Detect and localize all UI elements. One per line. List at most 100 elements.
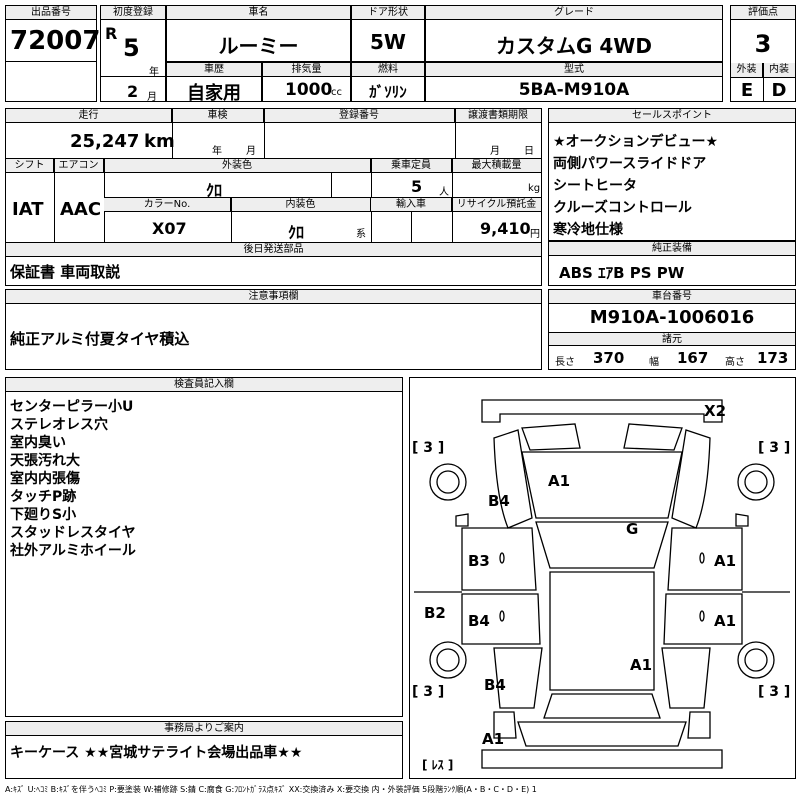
- color-label: 外装色: [104, 159, 371, 173]
- displacement-label: 排気量: [263, 63, 350, 77]
- tire-fr-bracket: [ 3 ]: [758, 440, 791, 456]
- inspector-note: 室内内張傷: [10, 471, 80, 487]
- lot-label: 出品番号: [6, 6, 96, 20]
- model-box: 型式 5BA-M910A: [425, 62, 723, 102]
- sales-points-label: セールスポイント: [549, 109, 795, 123]
- fuel-label: 燃料: [352, 63, 424, 77]
- inspection-year-unit: 年: [212, 146, 222, 157]
- inspector-note: センターピラー小U: [10, 399, 134, 415]
- damage-mark: A1: [548, 472, 571, 490]
- capacity-unit: 人: [439, 187, 449, 198]
- office-box: 事務局よりご案内 キーケース ★★宮城サテライト会場出品車★★: [5, 721, 403, 779]
- interior-grade: D: [771, 80, 787, 101]
- interior-color-unit: 系: [356, 229, 366, 240]
- equipment: ABS ｴｱB PS PW: [559, 264, 685, 282]
- grade-box: グレード カスタムG 4WD: [425, 5, 723, 62]
- notes-label: 注意事項欄: [6, 290, 541, 304]
- grade: カスタムG 4WD: [496, 34, 652, 58]
- era: R: [105, 24, 118, 43]
- load-unit: kg: [528, 183, 541, 194]
- car-name-box: 車名 ルーミー: [166, 5, 351, 62]
- inspector-note: 室内臭い: [10, 435, 66, 451]
- car-diagram-box: X2 A1 B4 G B3 A1 B2 B4 A1 A1 B4 A1 [ 3 ]…: [409, 377, 796, 779]
- sales-point: ★オークションデビュー★: [553, 134, 719, 150]
- inspector-note: スタッドレスタイヤ: [10, 525, 136, 541]
- sales-point: 寒冷地仕様: [553, 222, 623, 238]
- damage-mark: B4: [484, 676, 506, 694]
- transfer-month-unit: 月: [490, 146, 500, 157]
- inspector-note: 天張汚れ大: [10, 453, 80, 469]
- capacity: 5: [411, 177, 423, 196]
- recycle-label: リサイクル預託金: [452, 198, 541, 212]
- chassis-label: 車台番号: [549, 290, 795, 304]
- length-label: 長さ: [555, 357, 575, 368]
- load-label: 最大積載量: [452, 159, 541, 173]
- chassis-box: 車台番号 M910A-1006016 諸元 長さ 370 幅 167 高さ 17…: [548, 289, 796, 370]
- tire-fl-tread: 3: [423, 440, 434, 456]
- shift: IAT: [12, 199, 44, 220]
- car-name: ルーミー: [218, 34, 299, 58]
- inspector-note: 下廻りS小: [10, 507, 77, 523]
- office-label: 事務局よりご案内: [6, 722, 402, 736]
- info-grid: 走行 車検 登録番号 譲渡書類期限 25,247 km 年 月 月 日 シフト …: [5, 108, 542, 286]
- spare-tire: ﾚｽ: [431, 758, 444, 772]
- displacement-box: 排気量 1000 cc: [262, 62, 351, 102]
- colorno-label: カラーNo.: [104, 198, 231, 212]
- tire-rl-tread: 3: [423, 684, 434, 700]
- damage-mark: A1: [714, 552, 737, 570]
- height: 173: [757, 349, 789, 367]
- fuel-box: 燃料 ｶﾞｿﾘﾝ: [351, 62, 425, 102]
- tire-fl-bracket: [ 3 ]: [412, 440, 445, 456]
- equipment-label: 純正装備: [549, 242, 795, 256]
- legend: A:ｷｽﾞ U:ﾍｺﾐ B:ｷｽﾞを伴うﾍｺﾐ P:要塗装 W:補修跡 S:錆 …: [5, 785, 537, 794]
- month-unit: 月: [147, 92, 157, 103]
- damage-mark: A1: [630, 656, 653, 674]
- mileage-label: 走行: [6, 109, 172, 123]
- sales-point: クルーズコントロール: [553, 200, 692, 216]
- capacity-label: 乗車定員: [371, 159, 452, 173]
- inspection-month-unit: 月: [246, 146, 256, 157]
- ac-label: エアコン: [54, 159, 104, 173]
- inspection-label: 車検: [172, 109, 264, 123]
- damage-mark: B2: [424, 604, 446, 622]
- transfer-label: 譲渡書類期限: [455, 109, 541, 123]
- mileage-unit: km: [144, 131, 175, 152]
- sales-points-box: セールスポイント ★オークションデビュー★ 両側パワースライドドア シートヒータ…: [548, 108, 796, 241]
- damage-mark: A1: [482, 730, 505, 748]
- damage-mark: B4: [488, 492, 510, 510]
- dims-label: 諸元: [549, 332, 795, 346]
- recycle-fee: 9,410: [480, 219, 531, 238]
- spare-tire-bracket: [ ﾚｽ ]: [422, 758, 454, 772]
- inspector-box: 検査員記入欄 センターピラー小U ステレオレス穴 室内臭い 天張汚れ大 室内内張…: [5, 377, 403, 717]
- shift-label: シフト: [6, 159, 54, 173]
- damage-mark: G: [626, 520, 639, 538]
- grade-label: グレード: [426, 6, 722, 20]
- damage-mark: X2: [704, 402, 727, 420]
- tire-rr-bracket: [ 3 ]: [758, 684, 791, 700]
- plate-label: 登録番号: [264, 109, 455, 123]
- sales-point: シートヒータ: [553, 178, 637, 194]
- interior-label: 内装: [763, 63, 795, 78]
- displacement: 1000: [285, 80, 333, 100]
- fuel: ｶﾞｿﾘﾝ: [369, 83, 407, 101]
- door-label: ドア形状: [352, 6, 424, 20]
- score: 3: [754, 30, 772, 58]
- door-shape: 5W: [370, 30, 406, 54]
- tire-fr-tread: 3: [769, 440, 780, 456]
- first-reg-label: 初度登録: [101, 6, 165, 20]
- height-label: 高さ: [725, 357, 745, 368]
- history-box: 車歴 自家用: [166, 62, 262, 104]
- ac: AAC: [60, 199, 102, 220]
- inspector-note: 社外アルミホイール: [10, 543, 136, 559]
- equipment-box: 純正装備 ABS ｴｱB PS PW: [548, 241, 796, 286]
- office-message: キーケース ★★宮城サテライト会場出品車★★: [10, 745, 303, 761]
- inspector-note: ステレオレス穴: [10, 417, 108, 433]
- history-label: 車歴: [167, 63, 261, 77]
- inspector-label: 検査員記入欄: [6, 378, 402, 392]
- first-reg-box: 初度登録 R 5 年 2 月: [100, 5, 166, 103]
- car-diagram: [414, 399, 790, 769]
- model: 5BA-M910A: [518, 80, 630, 100]
- exterior-color: ｸﾛ: [206, 181, 223, 200]
- transfer-day-unit: 日: [524, 146, 534, 157]
- car-name-label: 車名: [167, 6, 350, 20]
